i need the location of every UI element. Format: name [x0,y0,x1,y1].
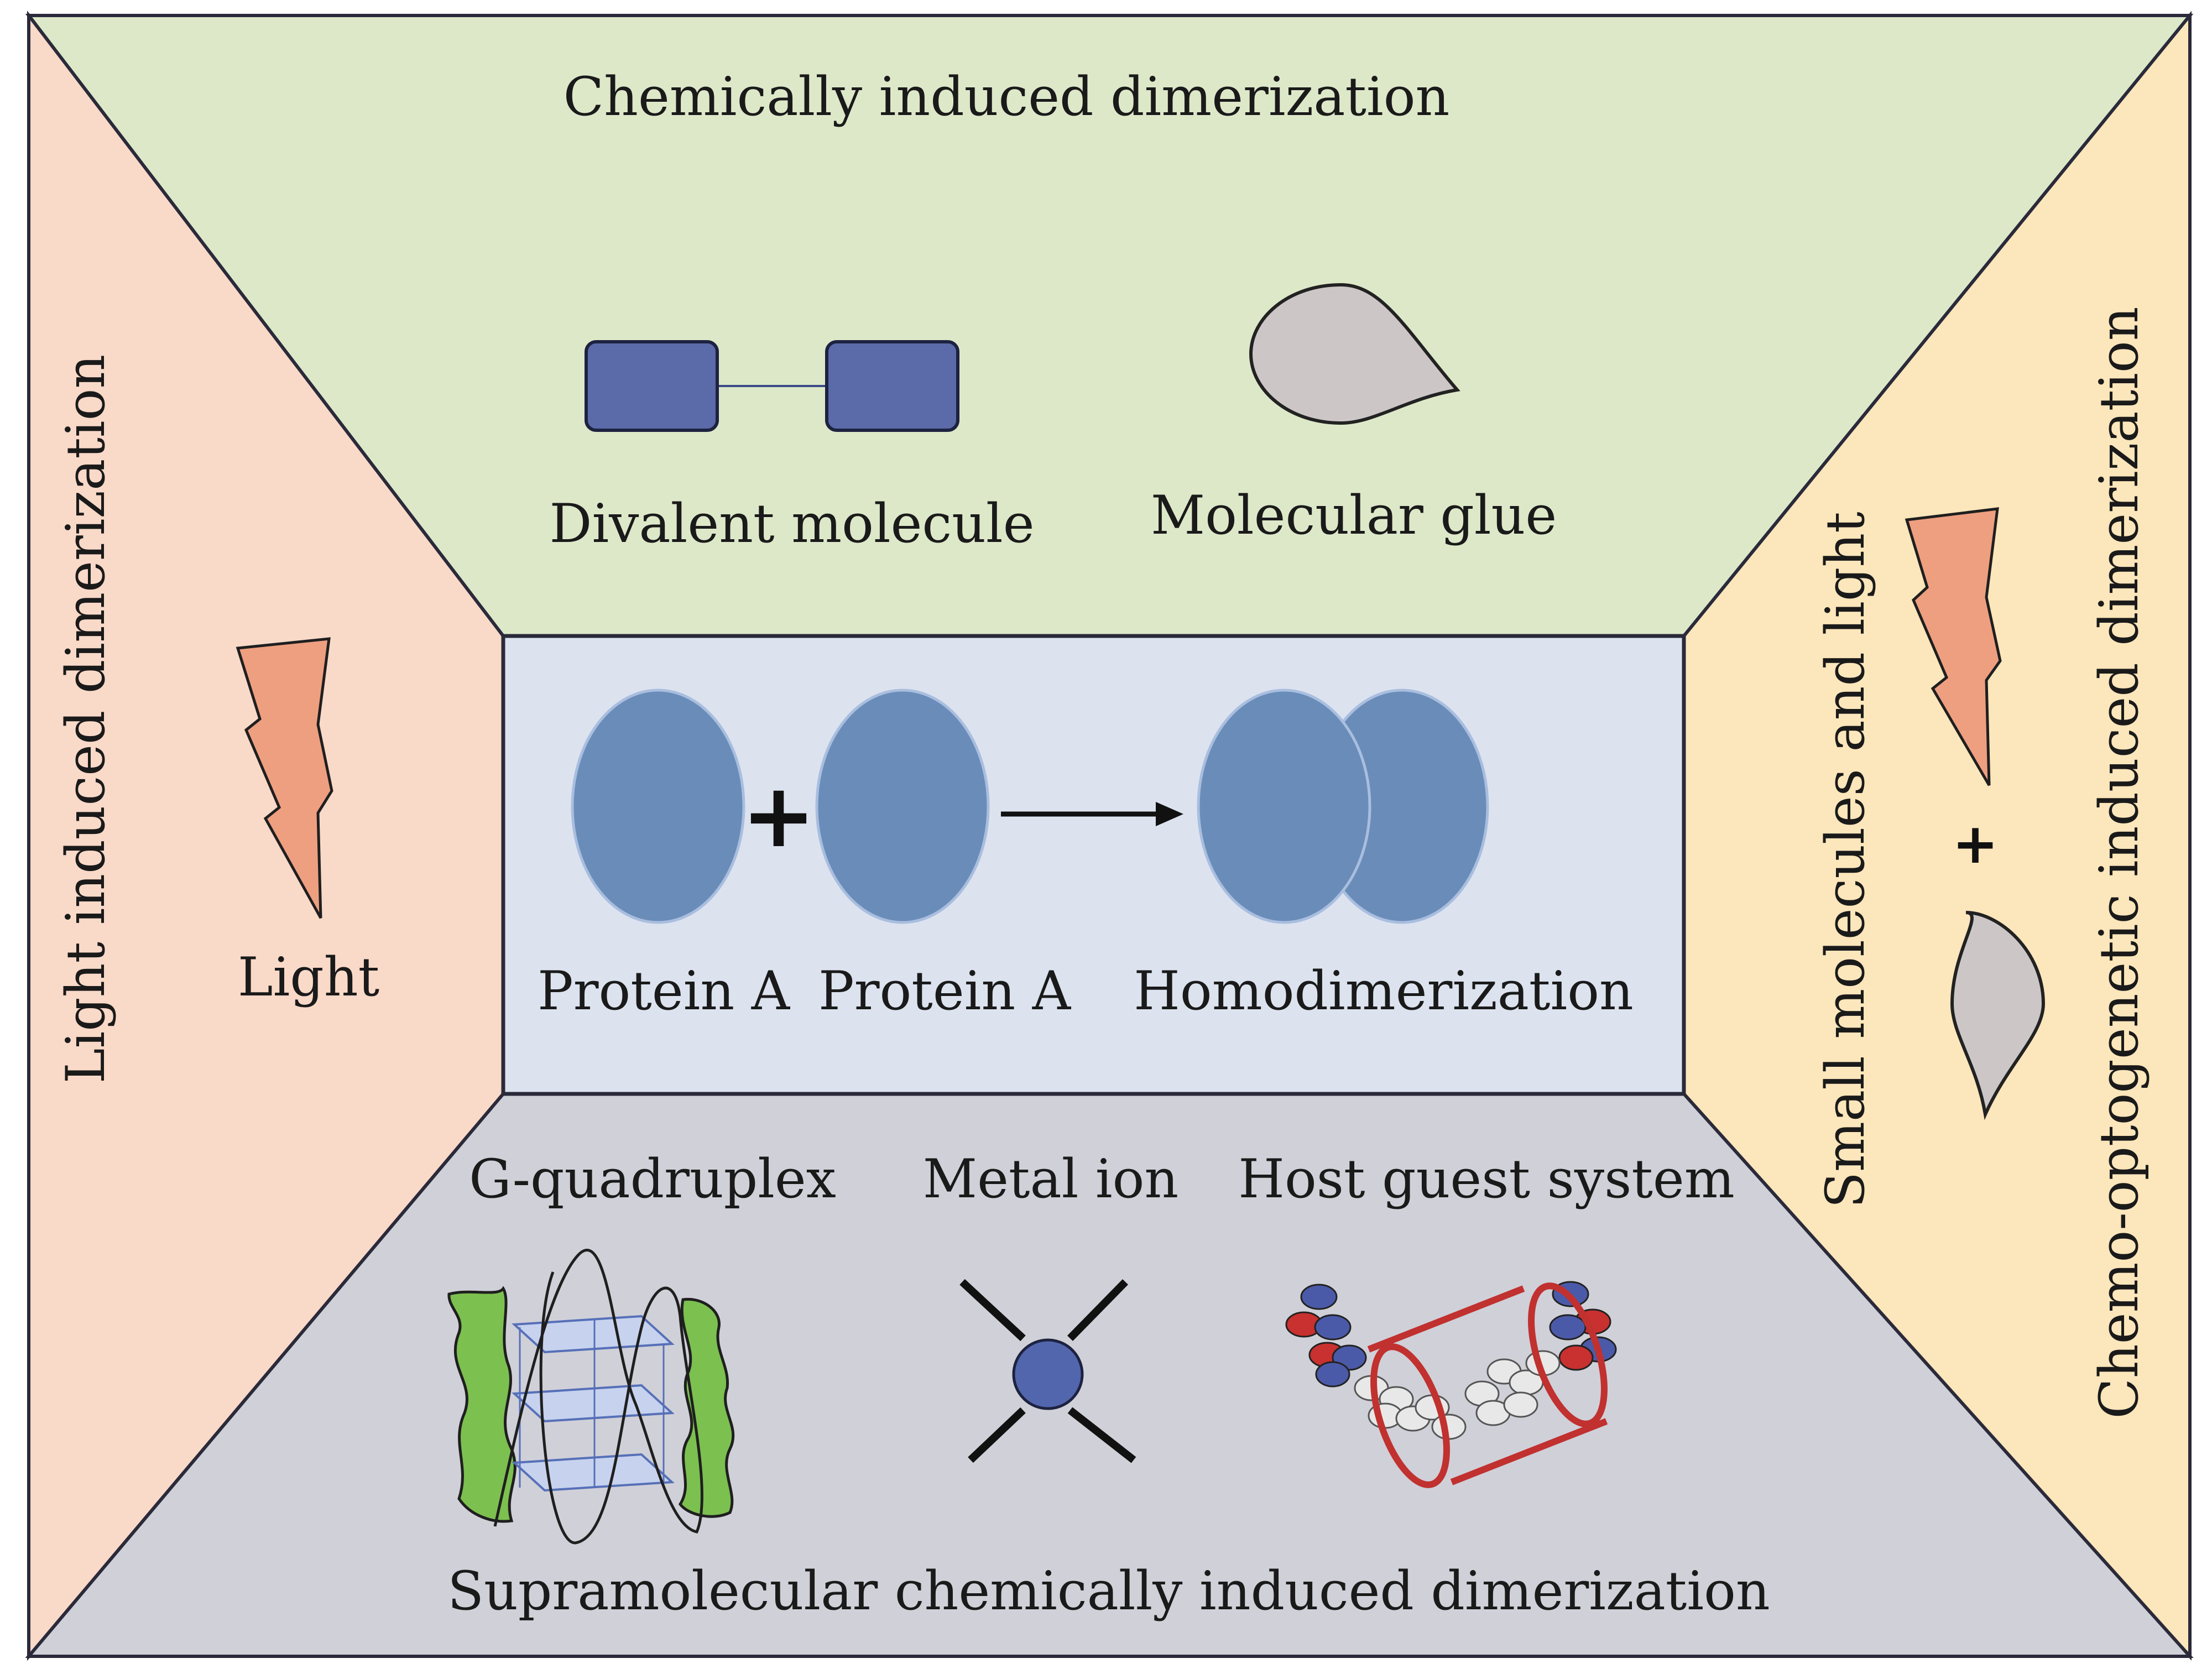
protein-a-1 [571,689,745,924]
light-label: Light [238,946,379,1008]
g-quadruplex-icon [447,1249,735,1545]
right-plus-sign: + [1952,811,1999,876]
lightning-icon-left [236,637,333,919]
right-panel-subtitle: Small molecules and light [1814,512,1876,1208]
molecular-glue-icon [1249,283,1460,425]
left-panel-title: Light induced dimerization [55,354,117,1084]
plus-sign: + [742,764,816,867]
bottom-panel-title: Supramolecular chemically induced dimeri… [447,1560,1770,1622]
molecular-glue-icon-right [1950,911,2046,1120]
metal-ion-icon [959,1279,1136,1463]
host-guest-icon [1285,1281,1617,1488]
divalent-molecule-icon [585,340,959,432]
homodimerization-label: Homodimerization [1134,960,1634,1022]
reaction-arrow [1001,802,1183,826]
homodimer-icon [1197,689,1489,924]
lightning-icon-right [1905,507,2002,786]
host-guest-system-label: Host guest system [1238,1148,1735,1210]
protein-a-1-label: Protein A [538,960,791,1022]
divalent-molecule-label: Divalent molecule [549,493,1034,555]
metal-ion-label: Metal ion [923,1148,1178,1210]
protein-a-2 [815,689,990,924]
right-panel-title: Chemo-optogenetic induced dimerization [2088,306,2150,1419]
top-panel-title: Chemically induced dimerization [564,66,1450,128]
g-quadruplex-label: G-quadruplex [469,1148,836,1210]
protein-a-2-label: Protein A [818,960,1072,1022]
molecular-glue-label: Molecular glue [1151,484,1557,546]
